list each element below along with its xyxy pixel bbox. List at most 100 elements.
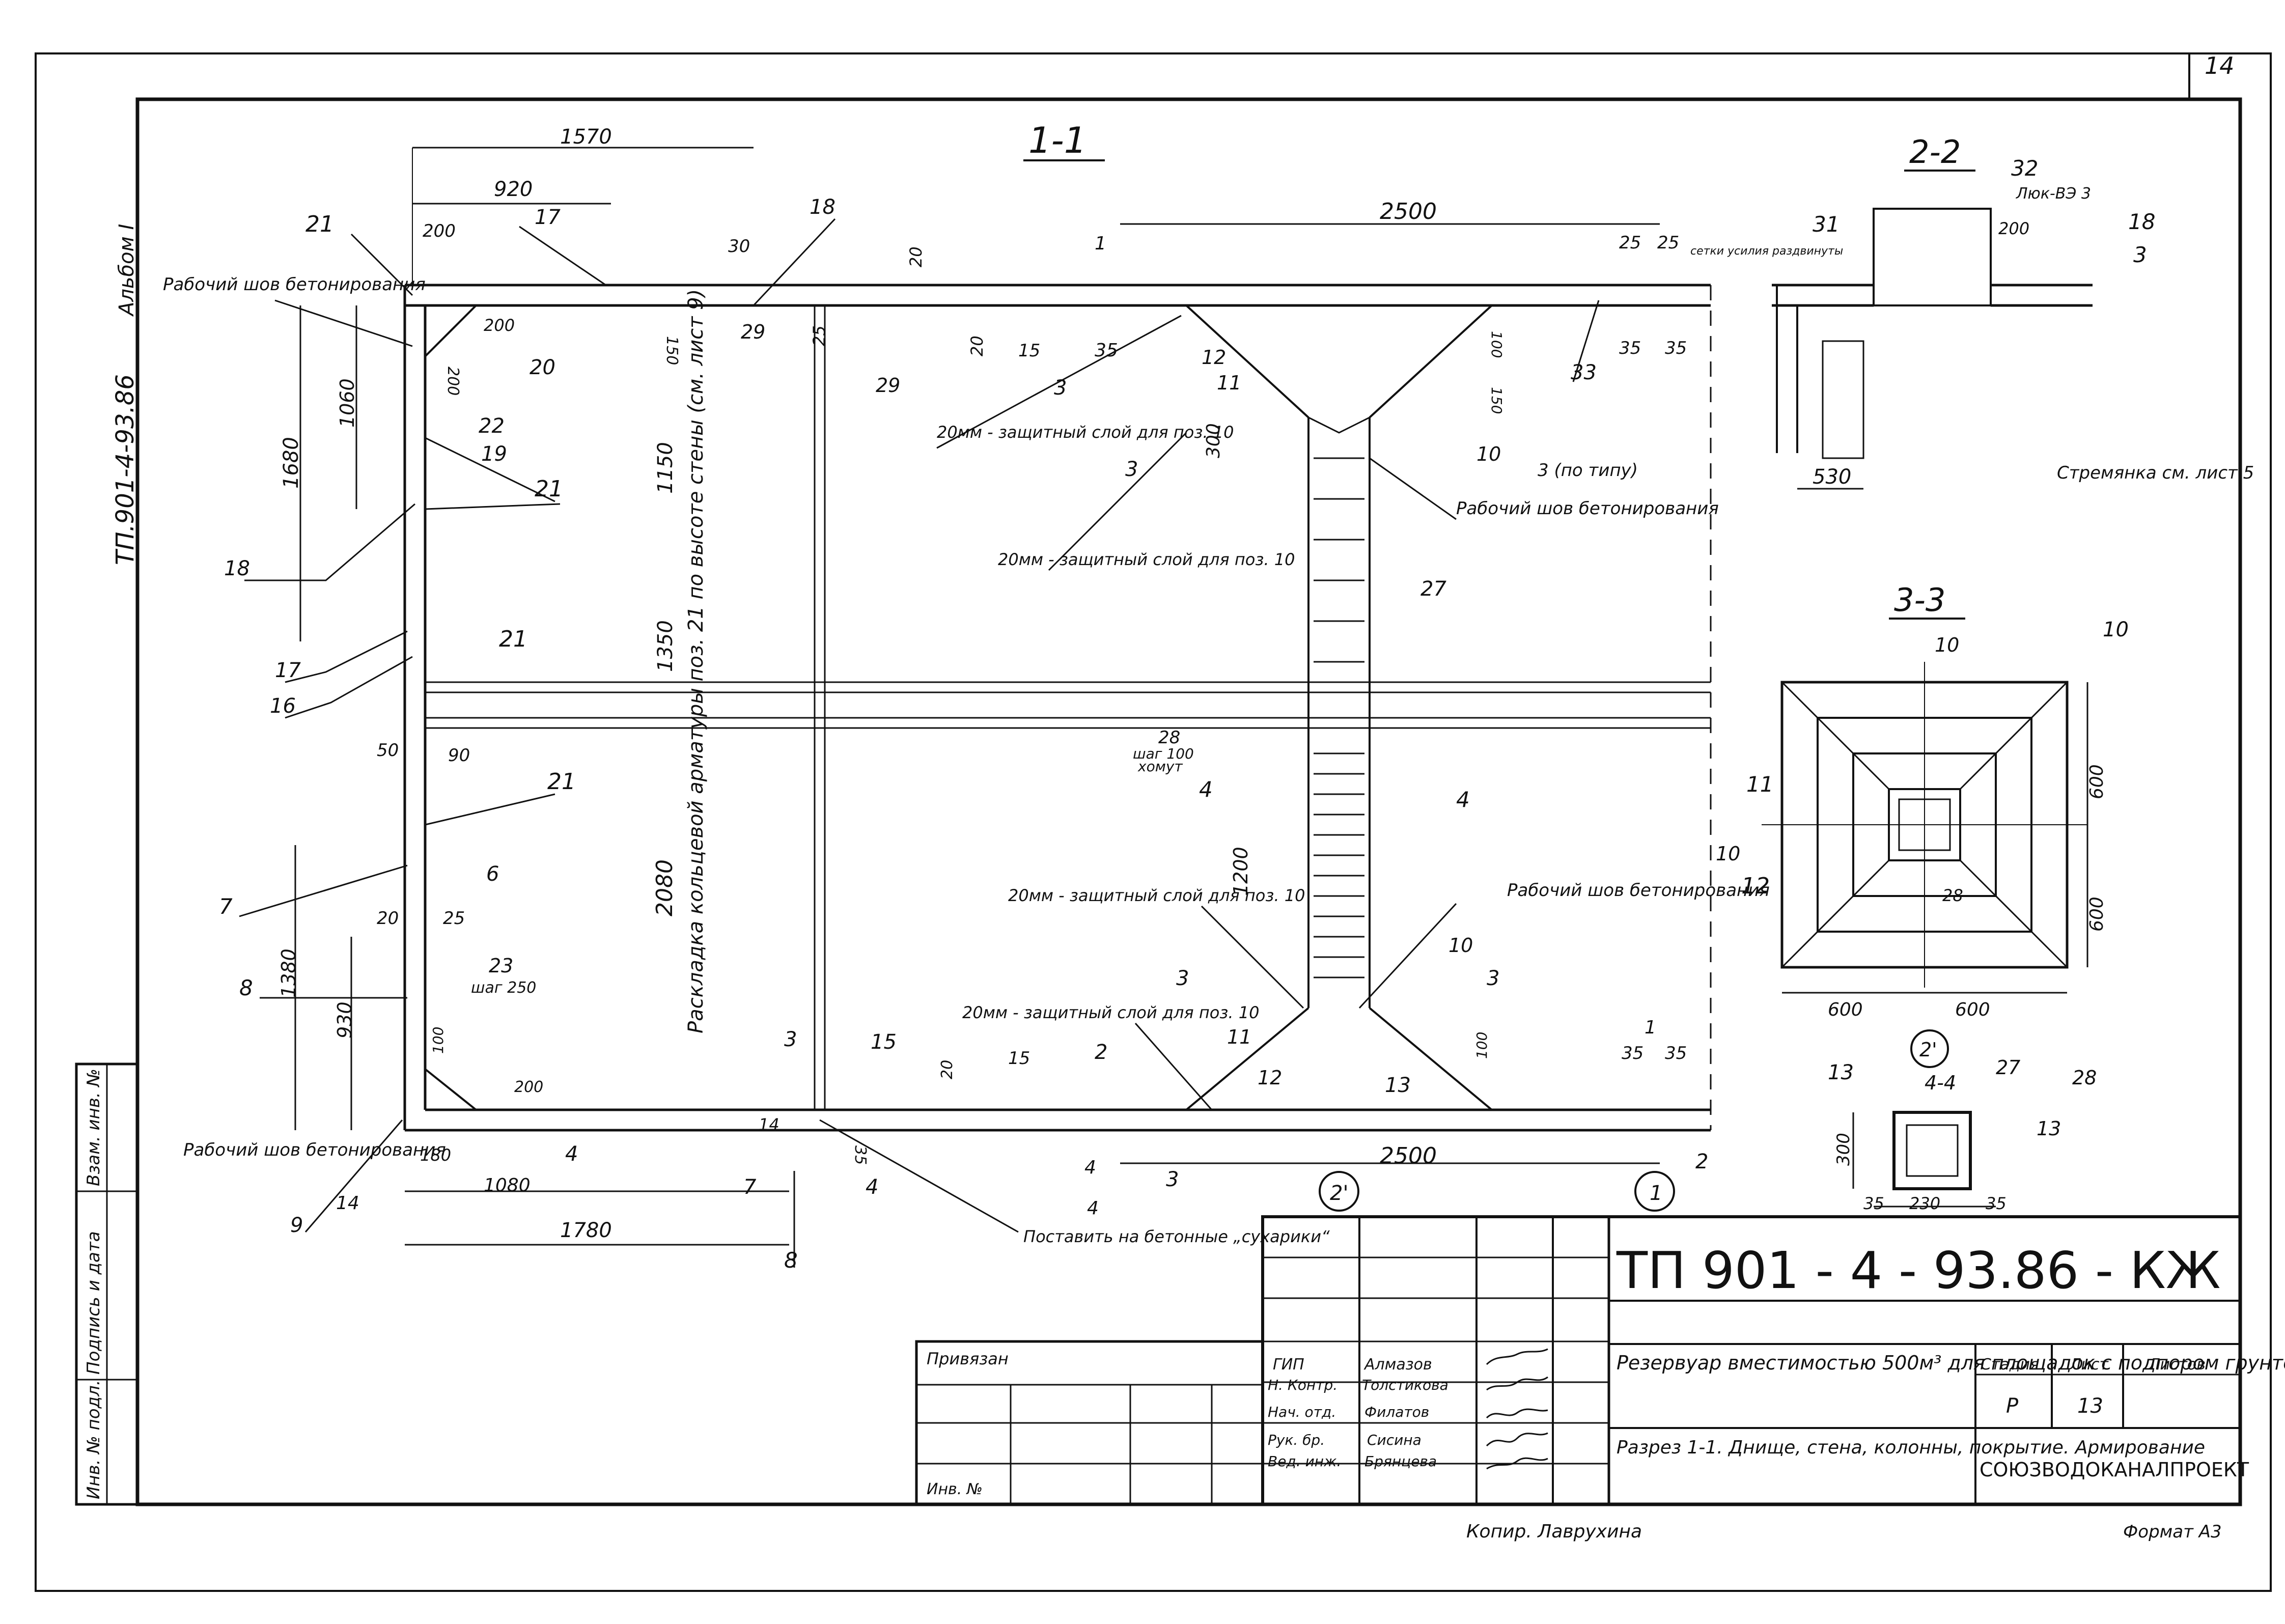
format-label: Формат А3 (2123, 1522, 2222, 1542)
label-name: Филатов (1364, 1404, 1429, 1420)
label-p3: 3 (2133, 242, 2147, 267)
label-p14a: 14 (336, 1193, 359, 1214)
label-p11b: 11 (1227, 1026, 1251, 1048)
label-p7b: 7 (743, 1175, 757, 1199)
label-d530: 530 (1813, 465, 1851, 489)
label-p20: 20 (530, 356, 555, 379)
label-d50: 50 (377, 740, 399, 761)
label-p28: 28 (1942, 886, 1963, 905)
label-d150a: 150 (663, 336, 681, 365)
label-role: Н. Контр. (1268, 1377, 1337, 1393)
copied-by: Копир. Лаврухина (1466, 1521, 1642, 1542)
label-cut3a: 3 (1125, 458, 1138, 481)
cover-note-2: 20мм - защитный слой для поз. 10 (998, 550, 1295, 569)
label-d200d: 200 (514, 1078, 543, 1096)
label-ax2: 2' (1919, 1039, 1937, 1061)
label-ax2: 2' (1330, 1182, 1348, 1205)
label-p3a: 3 (1054, 376, 1067, 400)
label-p10c: 10 (1716, 843, 1740, 865)
label-p2a: 2 (1095, 1041, 1107, 1064)
label-p4c: 4 (1084, 1157, 1096, 1178)
label-name: Алмазов (1363, 1356, 1432, 1374)
label-hatch: Люк-ВЭ 3 (2016, 185, 2091, 203)
label-p18a: 18 (810, 195, 835, 219)
label-d100a: 100 (1488, 331, 1505, 358)
label-role: Рук. бр. (1268, 1432, 1325, 1448)
inv-label: Инв. № (927, 1480, 983, 1498)
label-d30: 30 (728, 236, 750, 257)
label-p3d: 3 (1166, 1168, 1179, 1191)
label-d200c: 200 (444, 367, 462, 396)
section-3-3-title: 3-3 (1894, 581, 1945, 619)
label-d600a: 600 (2086, 764, 2107, 799)
label-meshes: сетки усилия раздвинуты (1690, 245, 1843, 258)
section-4-4-labels: 13 27 28 13 300 35 230 35 (1828, 1056, 2097, 1213)
label-cut4a: 4 (1456, 787, 1470, 812)
label-d930: 930 (333, 1001, 356, 1039)
section-2-2-labels: 31 32 Люк-ВЭ 3 200 18 3 сетки усилия раз… (1690, 156, 2254, 489)
stamp-replace-label: Взам. инв. № (83, 1069, 104, 1186)
label-p21d: 21 (547, 769, 576, 795)
work-seam-note-2: Рабочий шов бетонирования (1456, 498, 1719, 519)
label-d15b: 15 (1008, 1048, 1030, 1069)
label-p27: 27 (1996, 1056, 2020, 1079)
label-name: Брянцева (1364, 1453, 1437, 1470)
label-p9: 9 (290, 1214, 303, 1237)
section-2-2-drawing (1772, 208, 2093, 490)
stamp-inv-label: Инв. № подл. (83, 1380, 104, 1499)
label-cut3b: 3 (1176, 967, 1189, 990)
sheets-header: Листов (2148, 1356, 2206, 1374)
stamp-roles: ГИП Алмазов Н. Контр. Толстикова Нач. от… (1268, 1348, 1548, 1470)
label-d25b: 25 (1657, 233, 1679, 253)
work-seam-note-4: Рабочий шов бетонирования (183, 1140, 446, 1160)
label-p32: 32 (2011, 156, 2038, 181)
section-3-3-labels: 10 10 11 10 12 28 600 600 600 600 2' (1716, 618, 2129, 1061)
label-p1b: 1 (1645, 1017, 1656, 1038)
label-p21c: 21 (499, 626, 527, 652)
stamp-sign-label: Подпись и дата (83, 1231, 104, 1375)
stage-value: Р (2006, 1394, 2019, 1418)
label-d230: 230 (1909, 1194, 1940, 1213)
sheet-corner-number: 14 (2205, 52, 2235, 79)
label-p3c: 3 (784, 1028, 797, 1051)
label-role: ГИП (1273, 1356, 1304, 1374)
label-p29b: 29 (876, 374, 900, 397)
label-p15: 15 (871, 1030, 897, 1054)
label-p8a: 8 (239, 975, 253, 1000)
section-1-1-structure (294, 147, 1712, 1246)
label-d20a: 20 (906, 246, 926, 267)
label-p6: 6 (486, 862, 499, 886)
label-d20d: 20 (938, 1060, 956, 1079)
label-p18b: 18 (224, 557, 250, 580)
label-p200: 200 (1998, 219, 2029, 238)
label-p13b: 13 (2037, 1117, 2061, 1140)
label-d35c: 35 (1665, 338, 1687, 358)
label-p23: 23 (489, 955, 513, 977)
label-p19: 19 (481, 442, 507, 466)
label-p10b: 10 (1448, 934, 1473, 957)
label-p2b: 2 (1695, 1150, 1708, 1173)
label-d35d: 35 (1622, 1043, 1643, 1063)
work-seam-note-3: Рабочий шов бетонирования (1507, 880, 1770, 901)
label-d90: 90 (448, 745, 470, 766)
label-d300: 300 (1203, 423, 1224, 458)
axis-bubble-2 (1319, 1171, 1359, 1212)
label-d1080: 1080 (484, 1175, 531, 1196)
label-p22: 22 (479, 414, 505, 438)
ring-reinforcement-note: Раскладка кольцевой арматуры поз. 21 по … (684, 289, 708, 1033)
label-d1780: 1780 (560, 1219, 612, 1242)
label-d1150: 1150 (654, 442, 677, 494)
label-d20b: 20 (967, 335, 987, 356)
put-on-blocks-note: Поставить на бетонные „сухарики“ (1023, 1227, 1330, 1246)
sheet-header: Лист (2069, 1356, 2109, 1374)
label-d150b: 150 (1488, 387, 1505, 414)
label-cut3c: 3 (1487, 967, 1499, 990)
label-p1a: 1 (1095, 233, 1106, 254)
label-p12a: 12 (1202, 346, 1226, 369)
label-stirrup: Стремянка см. лист 5 (2057, 463, 2254, 483)
label-d1060: 1060 (336, 378, 358, 428)
label-d35f: 35 (851, 1145, 869, 1165)
section-1-1-labels: 17 18 21 20 22 19 21 18 17 16 21 21 7 6 … (163, 195, 1770, 1273)
label-d20c: 20 (377, 908, 399, 929)
label-d600b: 600 (2086, 897, 2107, 932)
